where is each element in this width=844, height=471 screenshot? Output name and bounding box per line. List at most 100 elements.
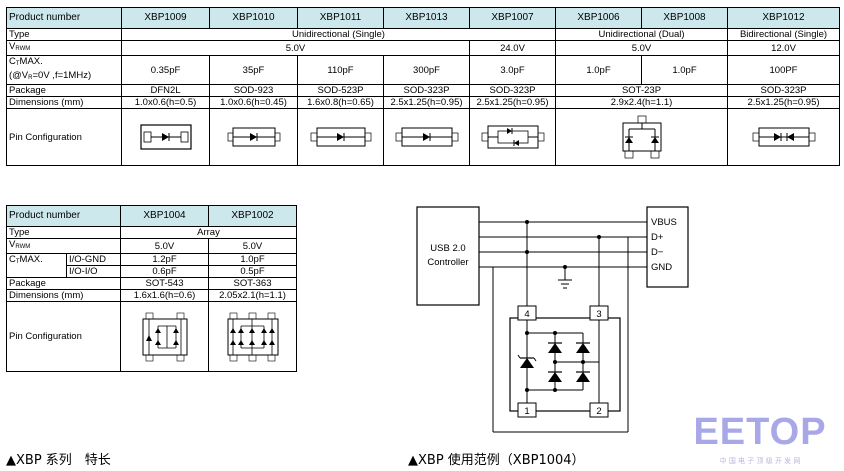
capacitance-value: 0.35pF <box>121 55 210 85</box>
package-row: Package DFN2L SOD-923 SOD-523P SOD-323P … <box>6 84 840 97</box>
product-cell: XBP1007 <box>469 7 556 29</box>
ctmax-cond-sub: R <box>28 75 33 81</box>
capacitance-value: 100PF <box>727 55 840 85</box>
pin-diagram-xbp1002 <box>208 301 297 372</box>
logo-text: EETOP <box>693 411 826 453</box>
product-cell: XBP1009 <box>121 7 210 29</box>
dimensions-value: 1.0x0.6(h=0.45) <box>209 96 298 109</box>
package-label: Package <box>6 84 122 97</box>
usb-controller-label-2: Controller <box>427 257 468 268</box>
package-value: SOD-323P <box>469 84 556 97</box>
pin-number: 2 <box>596 406 601 417</box>
product-cell: XBP1002 <box>208 205 297 227</box>
ctmax-cond-a: (@V <box>9 70 29 81</box>
product-cell: XBP1012 <box>727 7 840 29</box>
type-row: Type Array <box>6 226 297 239</box>
vrwm-value: 5.0V <box>555 40 728 56</box>
dimensions-row: Dimensions (mm) 1.6x1.6(h=0.6) 2.05x2.1(… <box>6 289 297 302</box>
vrwm-label-main: V <box>9 239 16 251</box>
vrwm-label: VRWM <box>6 238 121 254</box>
vrwm-label: VRWM <box>6 40 122 56</box>
io-io-label: I/O-I/O <box>66 265 121 278</box>
usb-controller-box <box>416 206 480 306</box>
ctmax-label-sub: T <box>15 61 20 67</box>
dimensions-value: 2.5x1.25(h=0.95) <box>383 96 470 109</box>
package-value: SOD-323P <box>727 84 840 97</box>
type-row: Type Unidirectional (Single) Unidirectio… <box>6 28 840 41</box>
product-cell: XBP1013 <box>383 7 470 29</box>
capacitance-value: 3.0pF <box>469 55 556 85</box>
io-io-value: 0.6pF <box>120 265 209 278</box>
io-gnd-value: 1.2pF <box>120 253 209 266</box>
signal-label: D− <box>651 247 664 258</box>
vrwm-value: 5.0V <box>208 238 297 254</box>
dimensions-value: 1.6x1.6(h=0.6) <box>120 289 209 302</box>
ctmax-gnd-row: CTMAX. I/O-GND 1.2pF 1.0pF <box>6 253 297 278</box>
package-value: SOD-523P <box>297 84 384 97</box>
product-cell: XBP1004 <box>120 205 209 227</box>
vrwm-value: 5.0V <box>121 40 470 56</box>
io-io-value: 0.5pF <box>208 265 297 278</box>
capacitance-value: 1.0pF <box>641 55 728 85</box>
capacitance-value: 35pF <box>209 55 298 85</box>
package-value: SOT-23P <box>555 84 728 97</box>
package-value: SOT-543 <box>120 277 209 290</box>
type-bidir-single: Bidirectional (Single) <box>727 28 840 41</box>
signal-label: D+ <box>651 232 664 243</box>
capacitance-value: 110pF <box>297 55 384 85</box>
signal-label: GND <box>651 262 672 273</box>
pin-diagram-xbp1004 <box>120 301 209 372</box>
pin-diagram-xbp1010 <box>209 108 298 166</box>
caption-usage-example: ▲XBP 使用范例（XBP1004） <box>408 453 585 468</box>
vrwm-label-sub: RWM <box>15 46 31 52</box>
vrwm-label-sub: RWM <box>15 244 31 250</box>
pin-diagram-xbp1011 <box>297 108 384 166</box>
vrwm-value: 24.0V <box>469 40 556 56</box>
capacitance-value: 1.0pF <box>555 55 642 85</box>
pin-diagram-xbp1013 <box>383 108 470 166</box>
package-value: DFN2L <box>121 84 210 97</box>
vrwm-value: 12.0V <box>727 40 840 56</box>
type-uni-single: Unidirectional (Single) <box>121 28 556 41</box>
spec-table-array: Product number XBP1004 XBP1002 Type Arra… <box>6 205 297 372</box>
type-label: Type <box>6 226 121 239</box>
dimensions-value: 2.5x1.25(h=0.95) <box>469 96 556 109</box>
ctmax-label-main: C <box>9 254 16 266</box>
product-cell: XBP1006 <box>555 7 642 29</box>
package-row: Package SOT-543 SOT-363 <box>6 277 297 290</box>
ctmax-cond-b: =0V ,f=1MHz) <box>32 70 92 81</box>
dimensions-value: 2.5x1.25(h=0.95) <box>727 96 840 109</box>
dimensions-label: Dimensions (mm) <box>6 289 121 302</box>
ctmax-row: CTMAX. (@VR=0V ,f=1MHz) 0.35pF 35pF 110p… <box>6 55 840 85</box>
package-value: SOT-363 <box>208 277 297 290</box>
usb-application-circuit: USB 2.0 Controller VBUS D+ D− GND 4 3 1 … <box>416 206 689 433</box>
spec-table-series: Product number XBP1009 XBP1010 XBP1011 X… <box>6 7 840 166</box>
product-number-label: Product number <box>6 7 122 29</box>
product-number-row: Product number XBP1009 XBP1010 XBP1011 X… <box>6 7 840 29</box>
vrwm-value: 5.0V <box>120 238 209 254</box>
ctmax-label-main: C <box>9 56 16 68</box>
io-gnd-value: 1.0pF <box>208 253 297 266</box>
ctmax-io-row: I/O-I/O 0.6pF 0.5pF <box>7 265 297 278</box>
io-gnd-label: I/O-GND <box>66 253 121 266</box>
pin-diagram-xbp1009 <box>121 108 210 166</box>
product-cell: XBP1011 <box>297 7 384 29</box>
dimensions-value: 2.9x2.4(h=1.1) <box>555 96 728 109</box>
logo-tagline: 中 国 电 子 顶 级 开 发 网 <box>720 456 801 465</box>
type-uni-dual: Unidirectional (Dual) <box>555 28 728 41</box>
package-label: Package <box>6 277 121 290</box>
product-number-label: Product number <box>6 205 121 227</box>
vrwm-label-main: V <box>9 41 16 53</box>
vrwm-row: VRWM 5.0V 5.0V <box>6 238 297 254</box>
pin-diagram-xbp1006-xbp1008 <box>555 108 728 166</box>
pin-diagram-xbp1012 <box>727 108 840 166</box>
usb-controller-label-1: USB 2.0 <box>430 243 465 254</box>
ctmax-label: CTMAX. (@VR=0V ,f=1MHz) <box>6 55 122 85</box>
ctmax-label-sub: T <box>15 259 20 265</box>
capacitance-value: 300pF <box>383 55 470 85</box>
dimensions-label: Dimensions (mm) <box>6 96 122 109</box>
pin-config-label: Pin Configuration <box>6 301 121 372</box>
caption-series-features: ▲XBP 系列 特长 <box>6 453 111 468</box>
dimensions-row: Dimensions (mm) 1.0x0.6(h=0.5) 1.0x0.6(h… <box>6 96 840 109</box>
product-cell: XBP1008 <box>641 7 728 29</box>
